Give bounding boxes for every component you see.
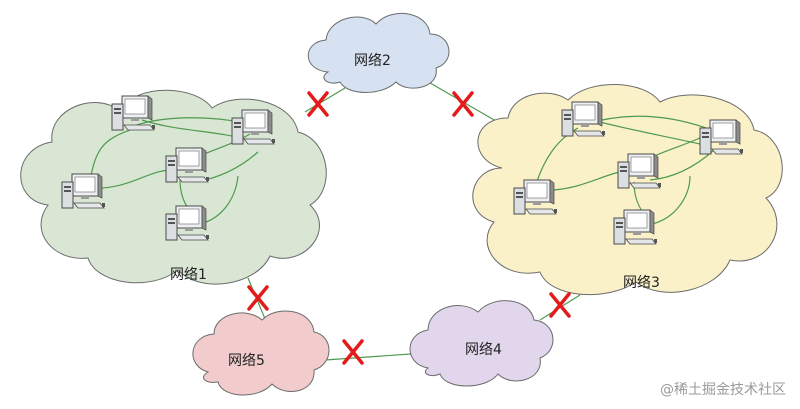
- network-5-label: 网络5: [228, 353, 265, 369]
- red-x-broken-link-icon: [307, 91, 329, 117]
- network-4-cloud: [409, 300, 554, 387]
- network-1-label: 网络1: [170, 267, 207, 283]
- red-x-broken-link-icon: [549, 292, 571, 318]
- network-4-label: 网络4: [465, 342, 502, 358]
- link-n1-n2: [304, 87, 346, 113]
- network-2-label: 网络2: [354, 53, 391, 69]
- link-n5-n4: [324, 352, 426, 361]
- red-x-broken-link-icon: [342, 339, 364, 365]
- network-3-label: 网络3: [623, 275, 660, 291]
- desktop-computer-icon: [111, 95, 156, 131]
- network-2-cloud: [307, 12, 450, 93]
- network-5-cloud: [192, 310, 330, 396]
- red-x-broken-link-icon: [247, 285, 269, 311]
- red-x-broken-link-icon: [452, 91, 474, 117]
- watermark-text: @稀土掘金技术社区: [660, 382, 786, 398]
